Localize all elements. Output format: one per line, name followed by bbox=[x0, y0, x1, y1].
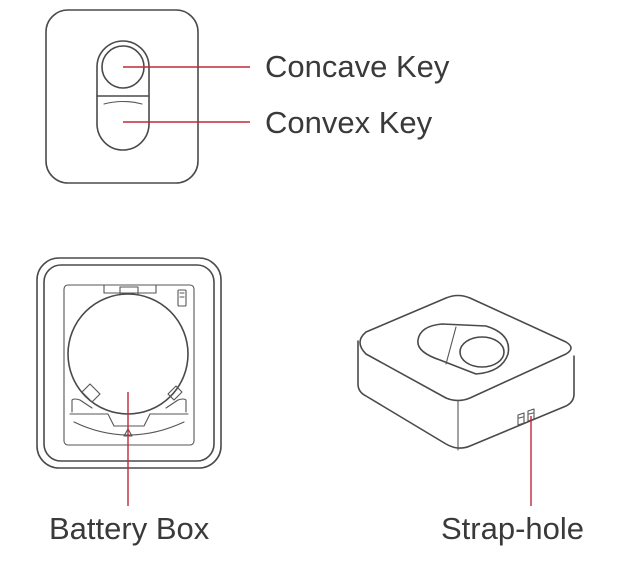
iso-concave-key bbox=[459, 336, 505, 368]
strap-hole-1 bbox=[517, 412, 525, 426]
isometric-view-device bbox=[357, 294, 575, 451]
top-view-device bbox=[45, 9, 199, 184]
battery-view-device bbox=[36, 257, 222, 469]
strap-hole-label: Strap-hole bbox=[441, 511, 585, 546]
convex-key bbox=[103, 100, 143, 105]
strap-hole-2 bbox=[527, 408, 535, 422]
top-view-body bbox=[45, 9, 199, 184]
battery-box-label: Battery Box bbox=[49, 511, 210, 546]
concave-key-label: Concave Key bbox=[265, 49, 450, 84]
convex-key-label: Convex Key bbox=[265, 105, 433, 140]
